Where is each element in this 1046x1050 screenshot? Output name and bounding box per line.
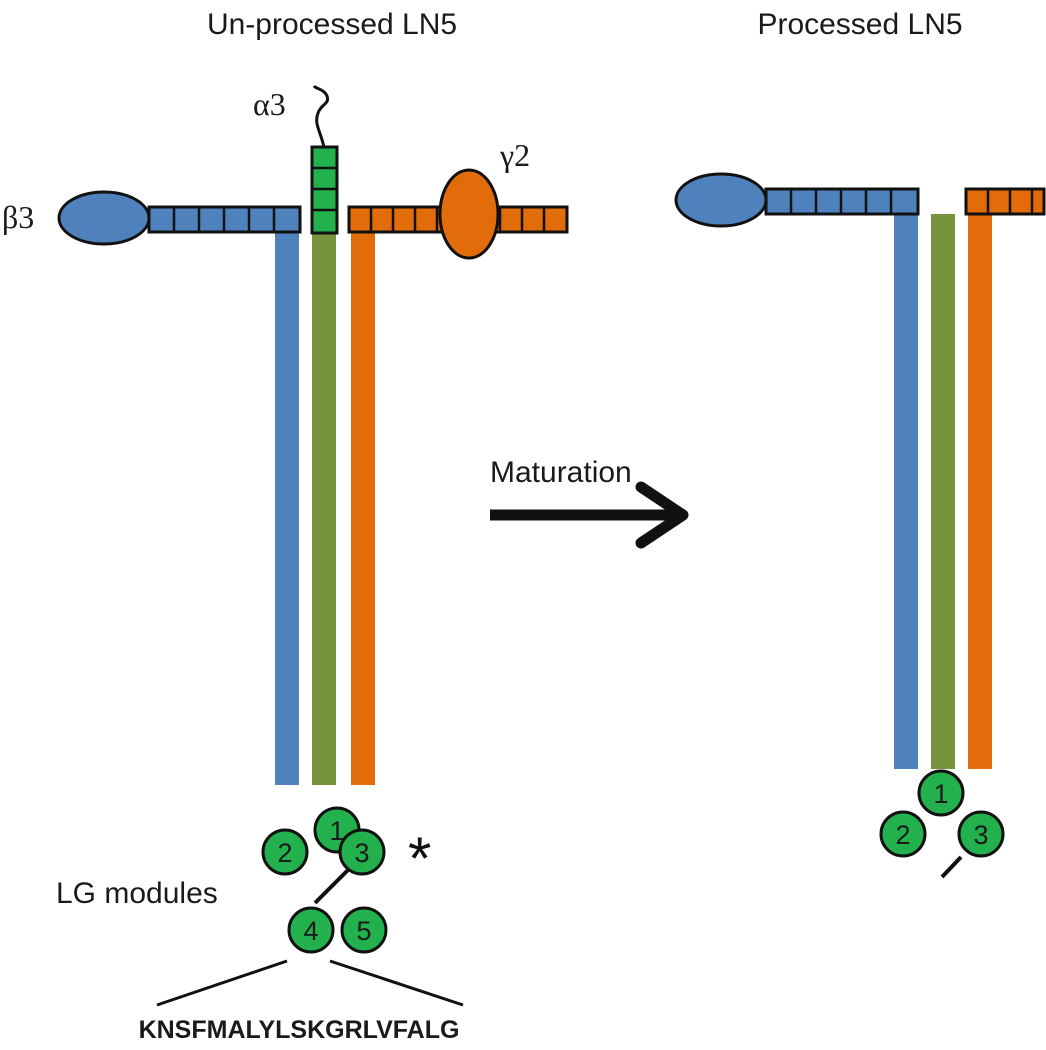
lg-modules-label: LG modules (56, 877, 218, 910)
sequence-bracket (156, 959, 464, 1007)
svg-text:3: 3 (354, 838, 369, 868)
processed-lg-module-1: 1 (917, 769, 965, 817)
beta3-domain-dividers (172, 207, 276, 232)
processed-lg-module-3: 3 (957, 810, 1005, 858)
lg-linkers (313, 866, 352, 905)
svg-text:3: 3 (973, 820, 988, 850)
lg-module-3: 3 (338, 828, 386, 876)
title-processed: Processed LN5 (757, 8, 962, 41)
gamma2-rod (351, 232, 375, 785)
processed-lg-stub (940, 855, 963, 879)
maturation-label: Maturation (490, 456, 632, 489)
alpha3-rod (312, 232, 336, 785)
beta3-label: β3 (2, 199, 34, 235)
processed-beta3-rod (894, 214, 918, 769)
svg-text:4: 4 (303, 916, 318, 946)
lg-module-4: 4 (287, 906, 335, 954)
svg-text:5: 5 (356, 916, 371, 946)
beta3-globule (57, 190, 151, 246)
alpha3-squiggle (312, 84, 330, 148)
cleavage-asterisk: * (408, 825, 431, 892)
processed-ln5: 1 2 3 (674, 172, 1046, 879)
svg-text:2: 2 (277, 838, 292, 868)
processed-beta3-globule (674, 172, 768, 228)
svg-text:1: 1 (329, 816, 344, 846)
title-unprocessed: Un-processed LN5 (207, 8, 457, 41)
alpha3-label: α3 (253, 86, 286, 122)
processed-beta3-domain-dividers (789, 189, 893, 214)
cleavage-sequence: KNSFMALYLSKGRLVFALG (139, 1016, 460, 1044)
gamma2-globule (438, 168, 500, 260)
processed-gamma2-domain-dividers (986, 189, 1034, 214)
processed-lg-module-2: 2 (879, 810, 927, 858)
lg-module-2: 2 (261, 828, 309, 876)
beta3-rod (275, 232, 299, 785)
lg-module-5: 5 (340, 906, 388, 954)
svg-text:1: 1 (933, 779, 948, 809)
alpha3-domain-dividers (312, 166, 337, 212)
maturation-arrow: Maturation (490, 456, 689, 549)
gamma2-label: γ2 (499, 137, 530, 173)
gamma2-domain-dividers (369, 207, 546, 232)
processed-alpha3-rod (931, 214, 955, 769)
svg-text:2: 2 (895, 820, 910, 850)
unprocessed-ln5: α3 β3 γ2 1 2 3 4 5 LG modules * (2, 84, 569, 1044)
processed-gamma2-rod (968, 214, 992, 769)
